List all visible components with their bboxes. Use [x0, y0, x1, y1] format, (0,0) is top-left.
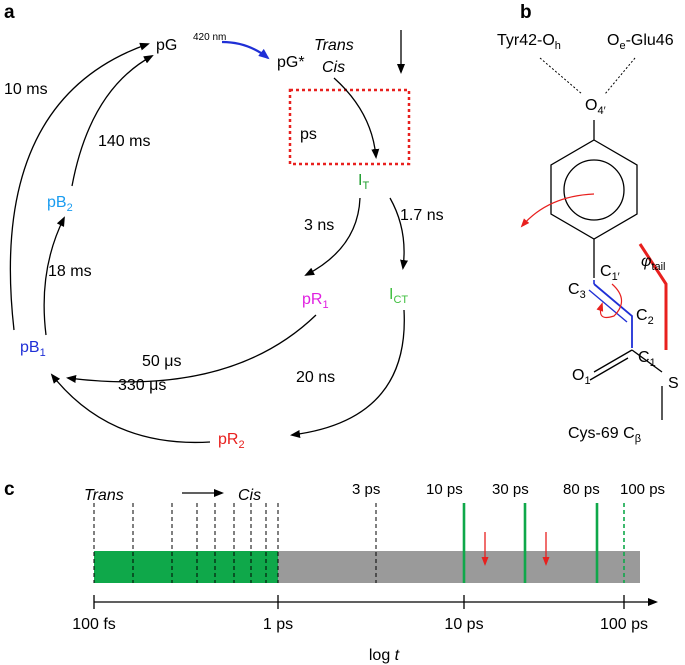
timeline-trans-label: Trans — [84, 487, 124, 504]
top-label-30ps: 30 ps — [492, 481, 529, 498]
panel-label-a: a — [4, 2, 15, 23]
phi-tail-label: φtail — [641, 253, 666, 273]
state-pB2: pB2 — [47, 194, 73, 214]
bond-double-blue — [588, 289, 628, 323]
state-pG: pG — [156, 37, 177, 54]
arrow-ICT-pR2 — [290, 309, 405, 438]
time-20ns: 20 ns — [296, 369, 335, 386]
o1-label: O1 — [572, 367, 591, 387]
time-3ns: 3 ns — [304, 217, 334, 234]
ring-aromatic-circle — [563, 159, 625, 221]
state-ICT: ICT — [389, 286, 408, 306]
state-IT: IT — [358, 172, 369, 192]
panel-label-c: c — [4, 479, 15, 500]
isomerization-box — [288, 88, 411, 166]
hbond-glu — [604, 57, 636, 95]
green-bar — [94, 551, 278, 583]
top-label-3ps: 3 ps — [352, 481, 380, 498]
cis-label: Cis — [322, 59, 345, 76]
c1p-label: C1′ — [600, 263, 620, 283]
hbond-tyr — [539, 57, 583, 95]
timeline-cis-label: Cis — [238, 487, 261, 504]
tyr42-label: Tyr42-Oh — [497, 32, 561, 52]
excitation-arrow — [221, 40, 270, 60]
state-pR1: pR1 — [302, 291, 329, 311]
axis-tick-label: 1 ps — [263, 616, 293, 633]
arrow-IT-pR1 — [304, 197, 361, 276]
bond-c1-o1-double — [589, 357, 629, 381]
bond-tail-blue — [593, 283, 633, 348]
time-50us: 50 μs — [142, 353, 181, 370]
axis-tick-label: 100 fs — [72, 616, 116, 633]
s-label: S — [668, 375, 679, 392]
axis-title: log t — [369, 647, 400, 664]
top-label-10ps: 10 ps — [426, 481, 463, 498]
time-10ms: 10 ms — [4, 81, 48, 98]
arrow-pR1-pB1 — [66, 314, 317, 383]
axis-tick-label: 10 ps — [444, 616, 483, 633]
c2-label: C2 — [636, 307, 654, 327]
arrow-pB1-pB2 — [43, 216, 65, 336]
panel-label-b: b — [520, 2, 532, 23]
top-label-100ps: 100 ps — [620, 481, 665, 498]
glu46-label: Oe-Glu46 — [607, 32, 674, 52]
phi-tail-bracket — [638, 243, 668, 350]
c1-label: C1 — [638, 349, 656, 369]
bond-c1-s — [631, 349, 663, 373]
ps-label: ps — [300, 126, 317, 143]
arrow-pB1-pG — [9, 42, 150, 331]
state-pR2: pR2 — [218, 431, 245, 451]
excitation-wavelength: 420 nm — [193, 32, 226, 43]
dashed-markers — [93, 503, 377, 583]
arrow-pGstar-IT — [333, 77, 380, 159]
arrow-pB2-pG — [71, 55, 154, 187]
ring-rotation-arrow — [520, 193, 595, 228]
trans-label: Trans — [314, 37, 354, 54]
grey-bar — [278, 551, 640, 583]
arrow-pR2-pB1 — [50, 373, 211, 444]
time-18ms: 18 ms — [48, 263, 92, 280]
time-1_7ns: 1.7 ns — [400, 207, 444, 224]
top-label-80ps: 80 ps — [563, 481, 600, 498]
time-330us: 330 μs — [118, 377, 166, 394]
state-pG-star: pG* — [277, 54, 305, 71]
state-pB1: pB1 — [20, 339, 46, 359]
c3-label: C3 — [568, 281, 586, 301]
arrow-IT-ICT — [389, 197, 409, 270]
bond-rotation-arrow — [596, 283, 623, 319]
o4-label: O4′ — [585, 97, 606, 117]
bond-c1-o1 — [593, 349, 633, 373]
time-140ms: 140 ms — [98, 133, 150, 150]
axis-tick-label: 100 ps — [600, 616, 648, 633]
cys69-label: Cys-69 Cβ — [568, 425, 641, 445]
